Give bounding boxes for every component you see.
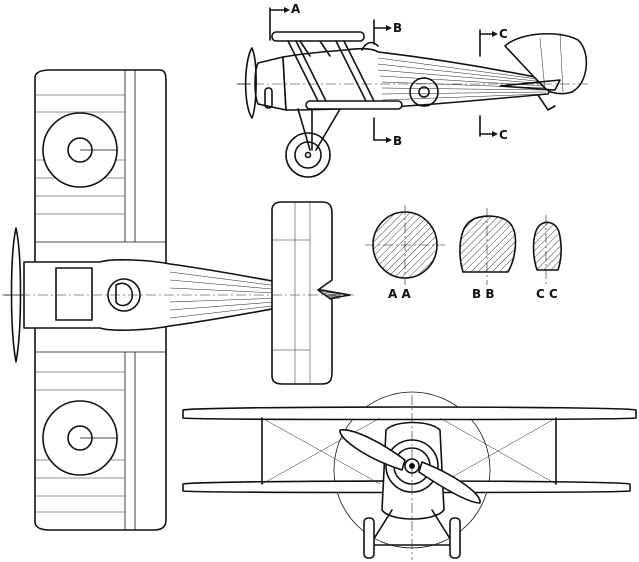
section-marker-a: A bbox=[269, 2, 301, 41]
section-label-b-top: B bbox=[393, 21, 402, 35]
side-tailplane bbox=[499, 79, 561, 91]
section-label-c-bottom: C bbox=[499, 128, 508, 142]
plan-view bbox=[2, 69, 355, 531]
side-cockpit bbox=[361, 41, 379, 51]
section-label-b-bottom: B bbox=[393, 134, 402, 148]
front-propeller-blades bbox=[339, 429, 481, 504]
section-caption-aa: A A bbox=[388, 287, 411, 301]
section-caption-cc: C C bbox=[536, 287, 558, 301]
side-tail-skid bbox=[537, 94, 556, 111]
front-view bbox=[182, 391, 637, 560]
front-bracing-wires bbox=[261, 417, 557, 485]
plan-tailplane-ribs bbox=[272, 202, 311, 384]
section-bb: B B bbox=[459, 208, 517, 301]
front-wheels bbox=[363, 517, 461, 559]
section-aa: A A bbox=[365, 205, 445, 301]
section-label-a-top: A bbox=[291, 2, 301, 16]
section-cc: C C bbox=[532, 215, 562, 301]
cross-sections: A A B B C C bbox=[365, 205, 562, 301]
section-label-c-top: C bbox=[499, 27, 508, 41]
side-roundel bbox=[409, 77, 439, 107]
plan-tailplane bbox=[271, 201, 333, 385]
front-upper-wing bbox=[182, 406, 637, 421]
side-lower-wing bbox=[305, 100, 403, 110]
plan-center-section bbox=[55, 267, 93, 321]
section-marker-b-top: B bbox=[373, 19, 402, 45]
plan-roundel-top bbox=[42, 112, 118, 188]
side-wheel bbox=[285, 132, 331, 178]
side-exhaust bbox=[264, 87, 273, 109]
section-marker-c-bottom: C bbox=[479, 115, 508, 142]
side-undercarriage bbox=[297, 108, 341, 151]
section-caption-bb: B B bbox=[472, 287, 494, 301]
side-rudder bbox=[504, 32, 588, 95]
plan-roundel-bottom bbox=[42, 400, 118, 476]
front-interplane-struts bbox=[261, 417, 557, 485]
side-interplane-struts bbox=[287, 40, 375, 102]
side-upper-wing bbox=[271, 31, 365, 42]
side-engine-cowling bbox=[254, 56, 287, 111]
side-propeller bbox=[238, 47, 257, 119]
side-view: A B B C C bbox=[236, 2, 590, 178]
section-marker-c-top: C bbox=[479, 27, 508, 57]
plan-wing-structure bbox=[35, 70, 166, 530]
section-marker-b-bottom: B bbox=[373, 117, 402, 148]
